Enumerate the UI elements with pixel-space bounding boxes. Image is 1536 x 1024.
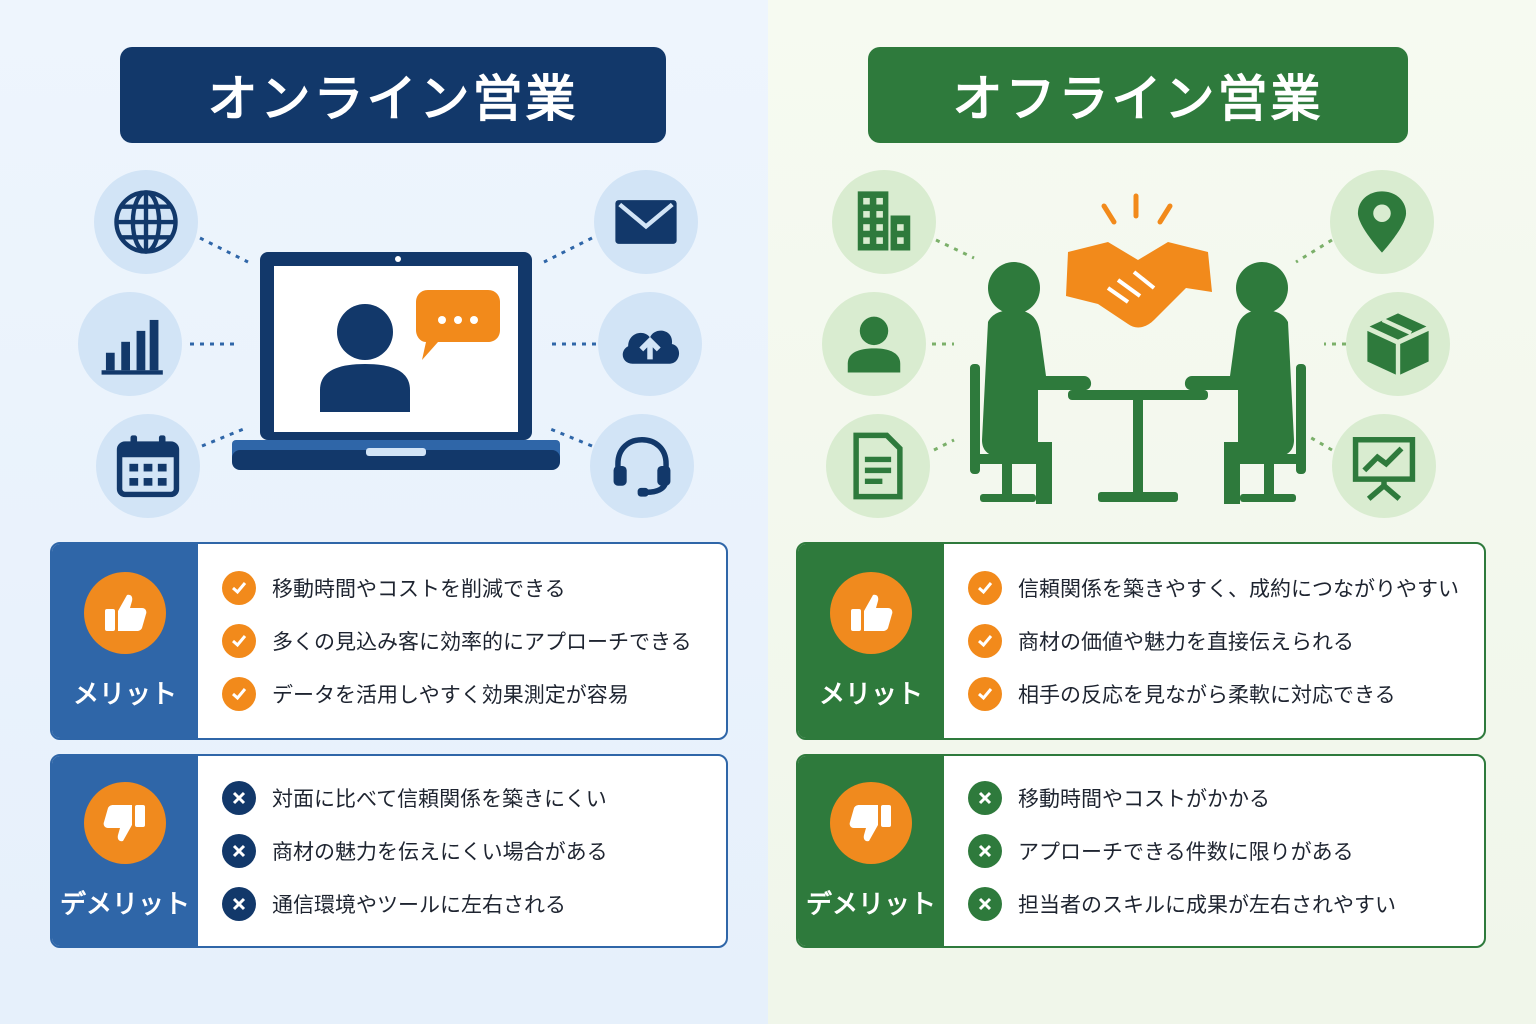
offline-demerit-card: デメリット 移動時間やコストがかかる アプローチできる件数に限りがある 担当者の…	[796, 754, 1486, 948]
list-item: 移動時間やコストを削減できる	[222, 562, 726, 615]
check-icon	[222, 571, 256, 605]
online-panel: オンライン営業	[0, 0, 768, 1024]
presentation-icon	[1332, 414, 1436, 518]
online-merit-side: メリット	[52, 544, 198, 738]
business-meeting-icon	[970, 193, 1306, 504]
check-icon	[968, 571, 1002, 605]
cross-icon	[968, 781, 1002, 815]
cross-icon	[222, 834, 256, 868]
online-title: オンライン営業	[120, 47, 666, 143]
list-item: 通信環境やツールに左右される	[222, 878, 726, 931]
list-item: 商材の魅力を伝えにくい場合がある	[222, 825, 726, 878]
check-icon	[968, 677, 1002, 711]
offline-title: オフライン営業	[868, 47, 1408, 143]
mail-icon	[594, 170, 698, 274]
offline-merit-card: メリット 信頼関係を築きやすく、成約につながりやすい 商材の価値や魅力を直接伝え…	[796, 542, 1486, 740]
package-icon	[1346, 292, 1450, 396]
thumbs-down-icon	[830, 781, 912, 864]
cross-icon	[968, 887, 1002, 921]
list-item: 移動時間やコストがかかる	[968, 772, 1484, 825]
demerit-label: デメリット	[805, 889, 936, 920]
list-item: 多くの見込み客に効率的にアプローチできる	[222, 615, 726, 668]
offline-panel: オフライン営業	[768, 0, 1536, 1024]
online-connectors	[190, 236, 596, 448]
offline-demerit-side: デメリット	[798, 756, 944, 946]
building-icon	[832, 170, 936, 274]
cross-icon	[222, 887, 256, 921]
calendar-icon	[96, 414, 200, 518]
location-pin-icon	[1330, 170, 1434, 274]
cross-icon	[968, 834, 1002, 868]
list-item: データを活用しやすく効果測定が容易	[222, 668, 726, 721]
laptop-video-call-icon	[232, 252, 560, 470]
list-item: アプローチできる件数に限りがある	[968, 825, 1484, 878]
check-icon	[222, 624, 256, 658]
online-demerit-card: デメリット 対面に比べて信頼関係を築きにくい 商材の魅力を伝えにくい場合がある …	[50, 754, 728, 948]
document-icon	[826, 414, 930, 518]
offline-connectors	[932, 238, 1346, 452]
cross-icon	[222, 781, 256, 815]
list-item: 信頼関係を築きやすく、成約につながりやすい	[968, 562, 1484, 615]
offline-merit-side: メリット	[798, 544, 944, 738]
thumbs-up-icon	[84, 571, 166, 654]
check-icon	[222, 677, 256, 711]
thumbs-up-icon	[830, 571, 912, 654]
list-item: 相手の反応を見ながら柔軟に対応できる	[968, 668, 1484, 721]
merit-label: メリット	[818, 679, 923, 710]
list-item: 対面に比べて信頼関係を築きにくい	[222, 772, 726, 825]
demerit-label: デメリット	[59, 889, 190, 920]
cloud-upload-icon	[598, 292, 702, 396]
chart-icon	[78, 292, 182, 396]
online-merit-card: メリット 移動時間やコストを削減できる 多くの見込み客に効率的にアプローチできる…	[50, 542, 728, 740]
list-item: 商材の価値や魅力を直接伝えられる	[968, 615, 1484, 668]
list-item: 担当者のスキルに成果が左右されやすい	[968, 878, 1484, 931]
headset-icon	[590, 414, 694, 518]
online-demerit-side: デメリット	[52, 756, 198, 946]
globe-icon	[94, 170, 198, 274]
merit-label: メリット	[72, 679, 177, 710]
thumbs-down-icon	[84, 781, 166, 864]
person-icon	[822, 292, 926, 396]
check-icon	[968, 624, 1002, 658]
